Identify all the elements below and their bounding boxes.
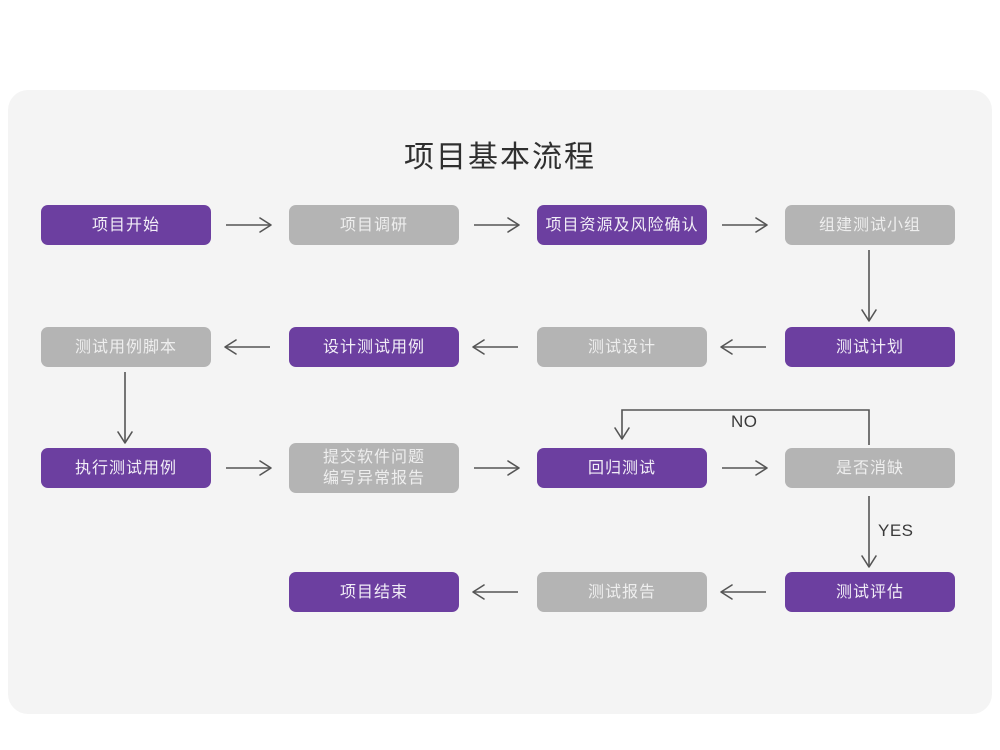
page-title: 项目基本流程 xyxy=(404,141,596,174)
node-build-test-team[interactable]: 组建测试小组 xyxy=(785,205,955,245)
node-defect-cleared-decision[interactable]: 是否消缺 xyxy=(785,448,955,488)
node-project-end[interactable]: 项目结束 xyxy=(289,572,459,612)
edge-label-yes: YES xyxy=(878,521,914,540)
node-project-start[interactable]: 项目开始 xyxy=(41,205,211,245)
node-test-evaluation[interactable]: 测试评估 xyxy=(785,572,955,612)
node-test-report[interactable]: 测试报告 xyxy=(537,572,707,612)
edge-label-no: NO xyxy=(731,412,758,431)
node-regression-test[interactable]: 回归测试 xyxy=(537,448,707,488)
node-test-case-script[interactable]: 测试用例脚本 xyxy=(41,327,211,367)
node-resource-risk-confirm[interactable]: 项目资源及风险确认 xyxy=(537,205,707,245)
flowchart-card xyxy=(8,90,992,714)
node-project-research[interactable]: 项目调研 xyxy=(289,205,459,245)
node-test-design[interactable]: 测试设计 xyxy=(537,327,707,367)
node-execute-test-case[interactable]: 执行测试用例 xyxy=(41,448,211,488)
node-design-test-case[interactable]: 设计测试用例 xyxy=(289,327,459,367)
node-submit-issue-report[interactable]: 提交软件问题 编写异常报告 xyxy=(289,443,459,493)
node-test-plan[interactable]: 测试计划 xyxy=(785,327,955,367)
